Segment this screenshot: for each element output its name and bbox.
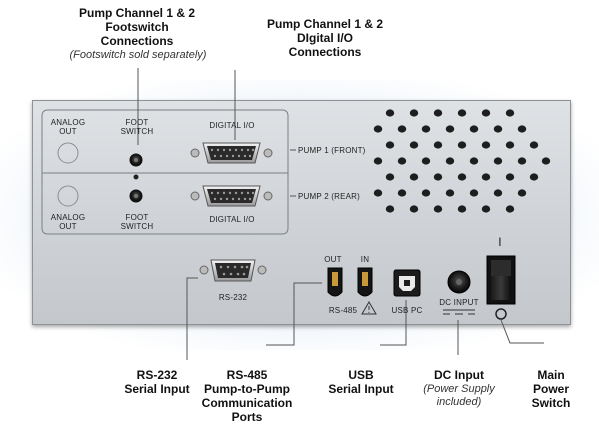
lower-frame	[41, 173, 289, 235]
dc-input-jack	[443, 270, 475, 315]
callout-leader-lines	[137, 68, 544, 360]
vent-hole	[433, 205, 443, 213]
digital-io-bottom-label: DIGITAL I/O	[209, 215, 255, 224]
pump2-label: PUMP 2 (REAR)	[298, 192, 361, 201]
vent-hole	[481, 173, 491, 181]
vent-hole	[445, 189, 455, 197]
callout-footswitch-note: (Footswitch sold separately)	[69, 49, 207, 61]
vent-hole	[385, 205, 395, 213]
rs485-in-port	[357, 267, 373, 297]
vent-hole	[421, 189, 431, 197]
vent-hole	[445, 157, 455, 165]
digital-io-top-connector	[190, 142, 273, 164]
vent-hole	[493, 189, 503, 197]
vent-hole	[373, 125, 383, 133]
in-label: IN	[360, 255, 370, 264]
dc-input-label: DC INPUT	[439, 298, 479, 307]
vent-hole	[457, 173, 467, 181]
usb-pc-label: USB PC	[391, 306, 423, 315]
foot-switch-led	[133, 174, 139, 180]
pump1-label: PUMP 1 (FRONT)	[298, 146, 366, 155]
digital-io-bottom-connector	[190, 185, 273, 207]
vent-hole	[517, 157, 527, 165]
vent-hole	[529, 173, 539, 181]
callout-power: Main Power Switch	[531, 368, 571, 410]
callout-dc-input-note: (Power Supply included)	[423, 383, 495, 408]
vent-hole	[385, 141, 395, 149]
vent-hole	[397, 125, 407, 133]
vent-hole	[409, 109, 419, 117]
out-label: OUT	[324, 255, 342, 264]
callout-footswitch: Pump Channel 1 & 2 Footswitch Connection…	[78, 6, 196, 48]
vent-hole	[493, 157, 503, 165]
upper-frame	[41, 109, 289, 173]
rs485-label: RS-485	[328, 306, 358, 315]
callout-digital-io: Pump Channel 1 & 2 DIgital I/O Connectio…	[266, 17, 384, 59]
vent-hole	[409, 173, 419, 181]
callout-rs232: RS-232 Serial Input	[124, 368, 190, 396]
rs485-out-port	[327, 267, 343, 297]
analog-out-bottom-port	[57, 185, 79, 207]
vent-hole	[481, 109, 491, 117]
vent-hole	[433, 173, 443, 181]
vent-hole	[457, 205, 467, 213]
vent-hole	[469, 189, 479, 197]
callout-usb: USB Serial Input	[328, 368, 394, 396]
callout-dc-input: DC Input	[434, 368, 484, 382]
vent-hole	[433, 109, 443, 117]
power-rocker-switch	[486, 255, 516, 305]
vent-hole	[421, 125, 431, 133]
digital-io-top-label: DIGITAL I/O	[209, 121, 255, 130]
vent-hole	[493, 125, 503, 133]
vent-hole	[397, 189, 407, 197]
vent-hole	[469, 125, 479, 133]
vent-hole	[505, 173, 515, 181]
vent-hole	[409, 141, 419, 149]
analog-out-top-port	[57, 142, 79, 164]
vent-hole	[517, 189, 527, 197]
rear-panel	[32, 100, 571, 325]
vent-hole	[433, 141, 443, 149]
vent-hole	[445, 125, 455, 133]
switch-on-mark: I	[498, 235, 502, 249]
vent-hole	[469, 157, 479, 165]
power-off-symbol	[495, 308, 507, 320]
vent-hole	[421, 157, 431, 165]
vent-hole	[457, 109, 467, 117]
vent-hole	[385, 109, 395, 117]
vent-hole	[409, 205, 419, 213]
vent-hole	[397, 157, 407, 165]
vent-hole	[529, 141, 539, 149]
vent-hole	[457, 141, 467, 149]
rs232-connector	[199, 259, 267, 282]
vent-hole	[517, 125, 527, 133]
vent-hole	[385, 173, 395, 181]
vent-hole	[541, 157, 551, 165]
vent-hole	[481, 205, 491, 213]
usb-port	[393, 269, 421, 297]
vent-hole	[505, 141, 515, 149]
rs232-label: RS-232	[218, 293, 248, 302]
vent-hole	[373, 157, 383, 165]
vent-hole	[505, 109, 515, 117]
vent-hole	[373, 189, 383, 197]
vent-hole	[481, 141, 491, 149]
warning-icon	[361, 301, 377, 315]
vent-hole	[505, 205, 515, 213]
callout-rs485: RS-485 Pump-to-Pump Communication Ports	[201, 368, 293, 424]
